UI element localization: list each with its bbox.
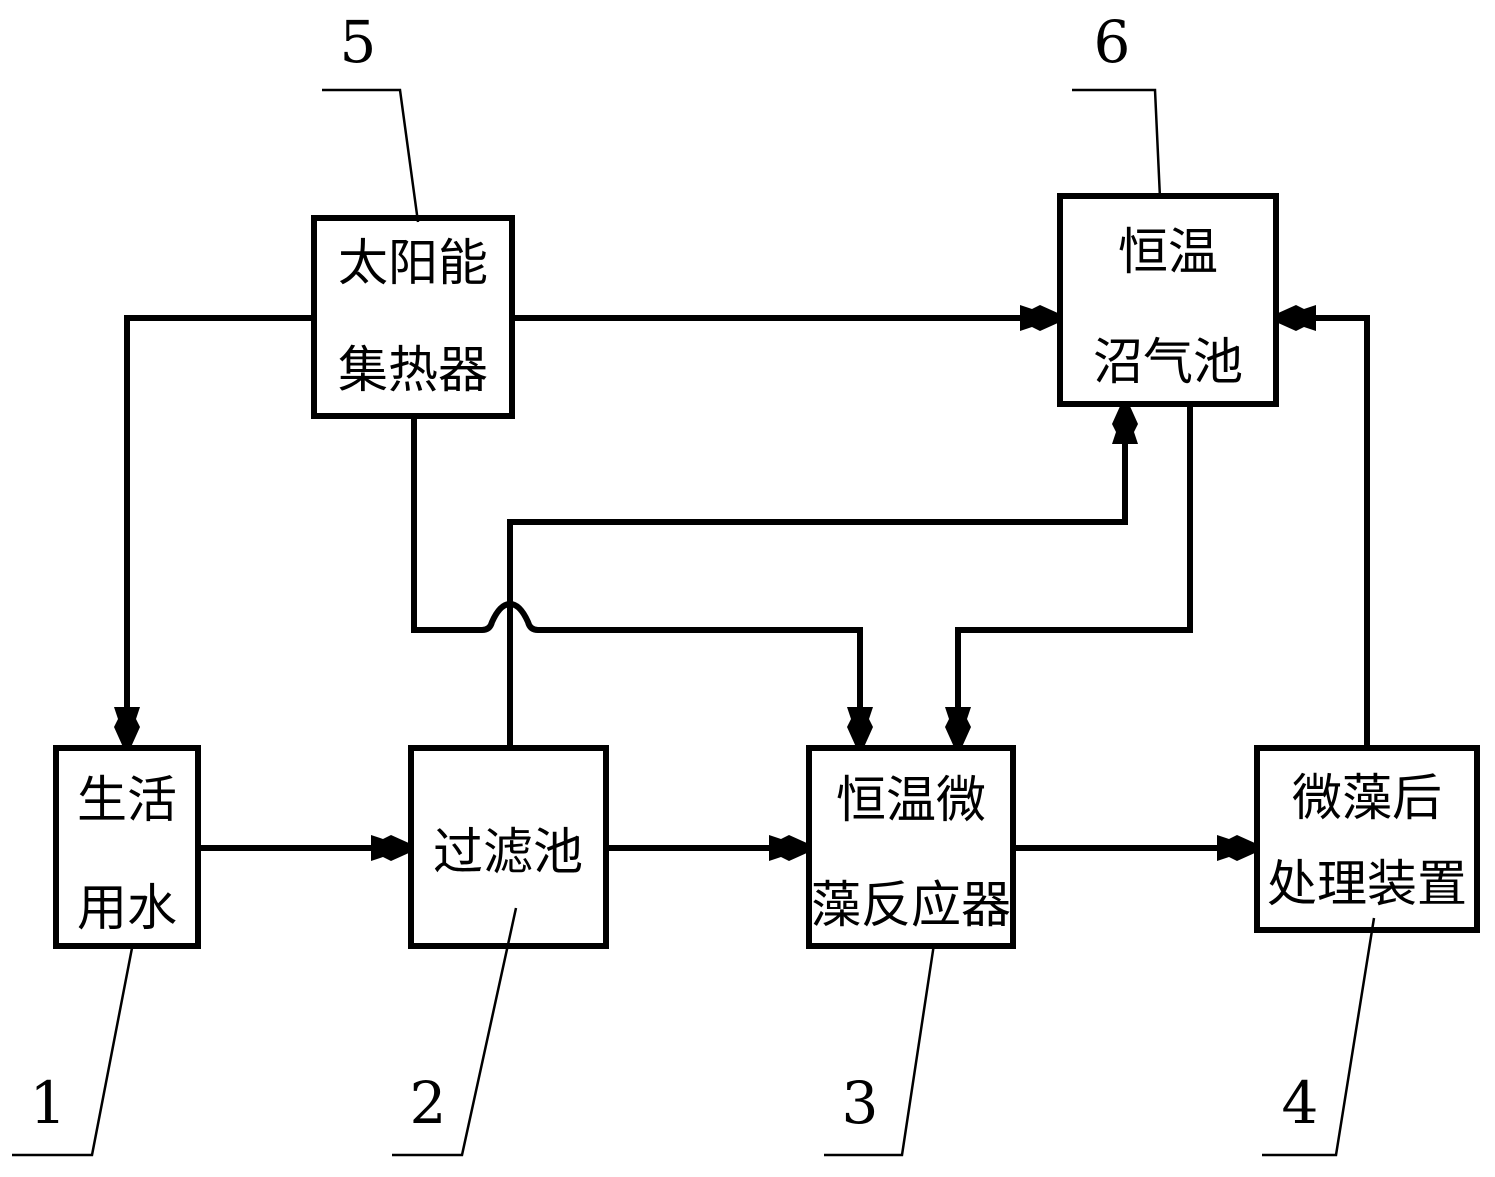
box-post-treatment: 微藻后 处理装置 [1254, 745, 1480, 933]
reference-labels: 5 6 1 2 3 4 [12, 8, 1376, 1157]
ref-number-5: 5 [340, 8, 377, 76]
biogas-tank-line1: 恒温 [1118, 223, 1218, 281]
post-treatment-line2: 处理装置 [1267, 855, 1467, 913]
domestic-water-line2: 用水 [77, 879, 177, 937]
flow-solar-to-water [114, 315, 314, 747]
leader-4 [1262, 917, 1376, 1157]
ref-number-1: 1 [30, 1069, 67, 1137]
flow-posttreat-to-biogas [1276, 305, 1370, 746]
ref-number-3: 3 [842, 1069, 879, 1137]
leader-2 [392, 907, 518, 1157]
leader-5 [322, 88, 420, 223]
biogas-tank-line2: 沼气池 [1093, 333, 1243, 391]
solar-collector-line1: 太阳能 [338, 234, 488, 292]
box-biogas-tank: 恒温 沼气池 [1057, 193, 1279, 407]
box-filter-tank: 过滤池 [408, 745, 609, 949]
box-solar-collector: 太阳能 集热器 [311, 215, 515, 419]
connections [114, 305, 1370, 861]
leader-1 [12, 947, 134, 1157]
flow-solar-to-reactor [411, 418, 873, 747]
ref-number-4: 4 [1282, 1069, 1319, 1137]
box-domestic-water: 生活 用水 [53, 745, 201, 949]
leader-3 [824, 943, 936, 1157]
microalgae-reactor-line2: 藻反应器 [811, 876, 1011, 934]
ref-number-2: 2 [410, 1069, 447, 1137]
microalgae-reactor-line1: 恒温微 [836, 771, 986, 829]
post-treatment-line1: 微藻后 [1292, 769, 1442, 827]
ref-number-6: 6 [1094, 8, 1131, 76]
box-microalgae-reactor: 恒温微 藻反应器 [806, 745, 1016, 949]
flow-biogas-to-reactor [945, 406, 1193, 747]
solar-collector-line2: 集热器 [338, 341, 488, 399]
leader-6 [1072, 88, 1162, 199]
filter-tank-label: 过滤池 [433, 823, 583, 881]
domestic-water-line1: 生活 [77, 771, 177, 829]
flow-filter-to-biogas [507, 404, 1138, 746]
